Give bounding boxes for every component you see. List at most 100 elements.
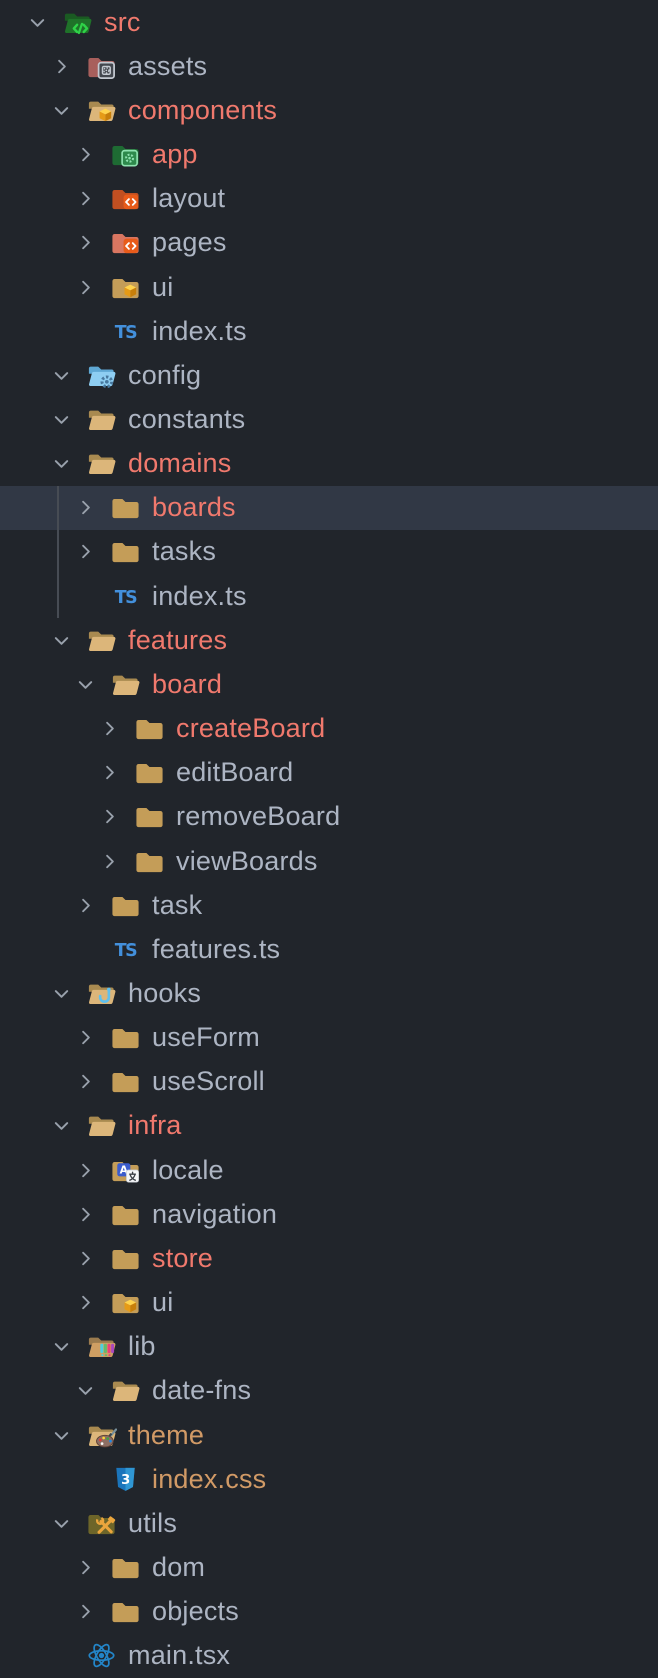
tree-item-label: board — [152, 668, 223, 699]
tree-item-label: pages — [152, 227, 227, 258]
tree-item-label: constants — [128, 403, 246, 434]
folder-assets-icon — [84, 49, 118, 83]
chevron-right-icon[interactable] — [70, 272, 100, 302]
chevron-right-icon[interactable] — [70, 184, 100, 214]
tree-item[interactable]: createBoard — [0, 707, 658, 751]
tree-item[interactable]: theme — [0, 1413, 658, 1457]
tree-item-label: date-fns — [152, 1375, 252, 1406]
tree-item-label: index.css — [152, 1463, 267, 1494]
tree-item-label: layout — [152, 183, 226, 214]
tree-item[interactable]: hooks — [0, 971, 658, 1015]
chevron-right-icon[interactable] — [70, 140, 100, 170]
tree-item[interactable]: task — [0, 883, 658, 927]
typescript-icon: TS — [108, 932, 142, 966]
chevron-down-icon[interactable] — [46, 404, 76, 434]
tree-item-label: store — [152, 1242, 214, 1273]
tree-item[interactable]: TS index.ts — [0, 574, 658, 618]
tree-item[interactable]: editBoard — [0, 751, 658, 795]
svg-text:TS: TS — [114, 587, 136, 607]
folder-pages-icon — [108, 226, 142, 260]
chevron-right-icon[interactable] — [70, 1597, 100, 1627]
tree-item[interactable]: dom — [0, 1545, 658, 1589]
chevron-right-icon[interactable] — [70, 228, 100, 258]
chevron-down-icon[interactable] — [46, 1111, 76, 1141]
tree-item-label: ui — [152, 271, 174, 302]
chevron-right-icon[interactable] — [70, 890, 100, 920]
tree-item[interactable]: viewBoards — [0, 839, 658, 883]
folder-hooks-icon — [84, 977, 118, 1011]
tree-item[interactable]: ui — [0, 265, 658, 309]
tree-item[interactable]: app — [0, 132, 658, 176]
tree-item[interactable]: utils — [0, 1501, 658, 1545]
tree-item[interactable]: boards — [0, 485, 658, 530]
folder-open-icon — [108, 667, 142, 701]
chevron-right-icon[interactable] — [70, 537, 100, 567]
chevron-down-icon[interactable] — [46, 95, 76, 125]
tree-item-label: boards — [152, 492, 236, 523]
tree-item[interactable]: useScroll — [0, 1060, 658, 1104]
tree-item[interactable]: src — [0, 0, 658, 44]
chevron-down-icon[interactable] — [46, 979, 76, 1009]
tree-item-label: task — [152, 889, 203, 920]
tree-item[interactable]: store — [0, 1236, 658, 1280]
tree-item[interactable]: components — [0, 88, 658, 132]
chevron-down-icon[interactable] — [46, 625, 76, 655]
chevron-down-icon[interactable] — [46, 1420, 76, 1450]
tree-item[interactable]: assets — [0, 44, 658, 88]
tree-item[interactable]: main.tsx — [0, 1634, 658, 1678]
chevron-right-icon[interactable] — [70, 493, 100, 523]
chevron-right-icon[interactable] — [94, 846, 124, 876]
chevron-right-icon[interactable] — [70, 1243, 100, 1273]
tree-item[interactable]: layout — [0, 177, 658, 221]
folder-open-icon — [84, 402, 118, 436]
tree-item[interactable]: objects — [0, 1590, 658, 1634]
tree-item[interactable]: ui — [0, 1281, 658, 1325]
chevron-right-icon[interactable] — [46, 51, 76, 81]
tree-item[interactable]: features — [0, 618, 658, 662]
tree-item[interactable]: tasks — [0, 530, 658, 574]
tree-item[interactable]: config — [0, 353, 658, 397]
folder-icon — [108, 535, 142, 569]
tree-item-label: dom — [152, 1552, 206, 1583]
chevron-right-icon[interactable] — [70, 1288, 100, 1318]
tree-item[interactable]: board — [0, 662, 658, 706]
tree-item-label: index.ts — [152, 580, 247, 611]
tree-item[interactable]: A locale — [0, 1148, 658, 1192]
tree-item[interactable]: removeBoard — [0, 795, 658, 839]
chevron-right-icon[interactable] — [94, 802, 124, 832]
svg-text:TS: TS — [114, 941, 136, 961]
chevron-down-icon[interactable] — [46, 1332, 76, 1362]
chevron-right-icon[interactable] — [70, 1067, 100, 1097]
folder-components-icon — [84, 93, 118, 127]
chevron-down-icon[interactable] — [70, 1376, 100, 1406]
chevron-right-icon[interactable] — [94, 758, 124, 788]
chevron-down-icon[interactable] — [46, 1508, 76, 1538]
tree-item[interactable]: domains — [0, 442, 658, 486]
chevron-right-icon[interactable] — [94, 714, 124, 744]
tree-item-label: createBoard — [176, 713, 326, 744]
chevron-right-icon[interactable] — [70, 1155, 100, 1185]
chevron-right-icon[interactable] — [70, 1553, 100, 1583]
tree-item-label: main.tsx — [128, 1640, 231, 1671]
tree-item[interactable]: infra — [0, 1104, 658, 1148]
tree-item-label: locale — [152, 1154, 224, 1185]
tree-item[interactable]: date-fns — [0, 1369, 658, 1413]
tree-item[interactable]: navigation — [0, 1192, 658, 1236]
tree-item[interactable]: useForm — [0, 1016, 658, 1060]
tree-item[interactable]: pages — [0, 221, 658, 265]
folder-open-icon — [84, 447, 118, 481]
chevron-down-icon[interactable] — [22, 7, 52, 37]
tree-item-label: features — [128, 624, 228, 655]
chevron-right-icon[interactable] — [70, 1199, 100, 1229]
chevron-down-icon[interactable] — [70, 669, 100, 699]
folder-icon — [108, 1551, 142, 1585]
chevron-right-icon[interactable] — [70, 1023, 100, 1053]
tree-item[interactable]: constants — [0, 397, 658, 441]
chevron-down-icon[interactable] — [46, 360, 76, 390]
chevron-down-icon[interactable] — [46, 449, 76, 479]
tree-item[interactable]: lib — [0, 1325, 658, 1369]
folder-icon — [108, 491, 142, 525]
